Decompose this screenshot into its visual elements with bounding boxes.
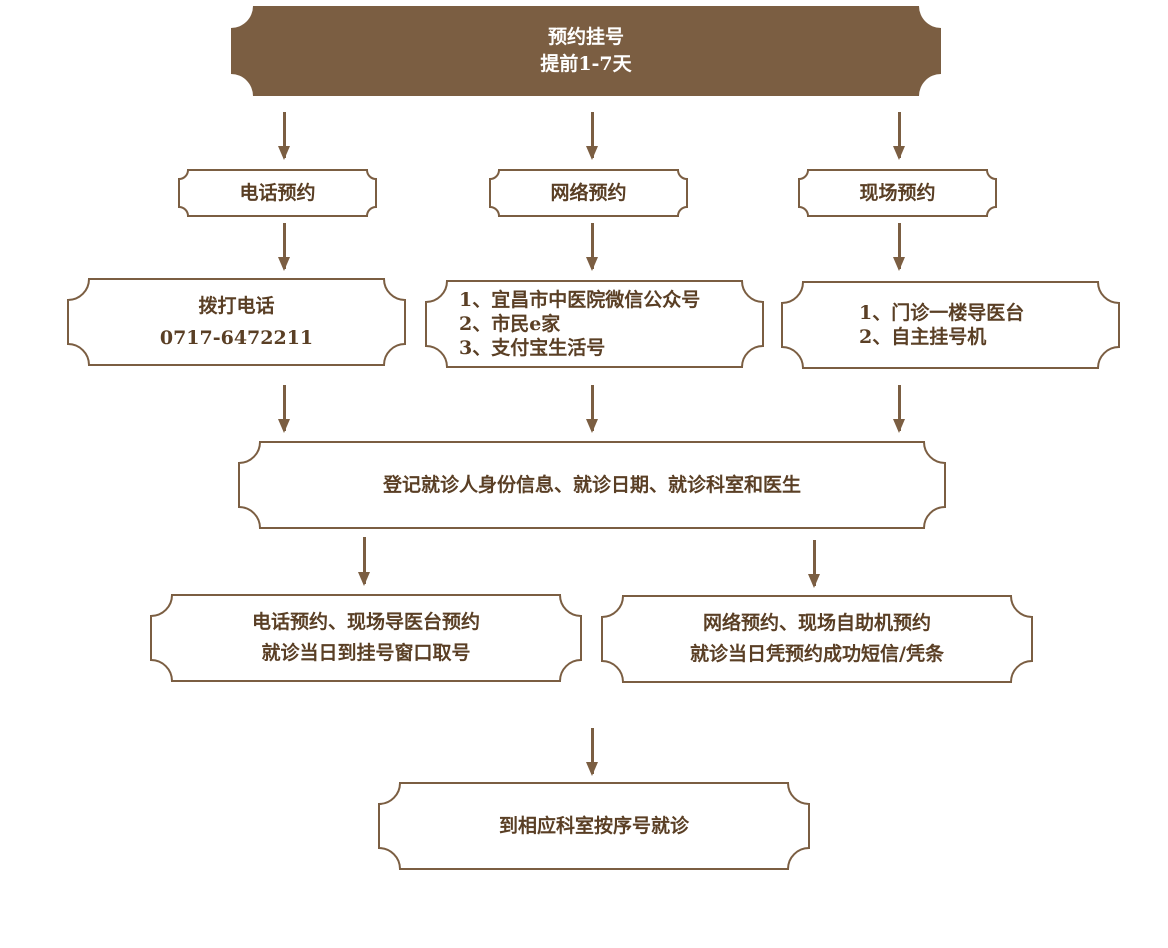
arrow: [893, 223, 905, 271]
register-info-box: 登记就诊人身份信息、就诊日期、就诊科室和医生: [238, 441, 946, 529]
detail-line: 2、市民e家: [459, 313, 561, 335]
detail-line: 1、门诊一楼导医台: [859, 302, 1025, 324]
box-outline: [781, 281, 1120, 369]
final-text: 到相应科室按序号就诊: [498, 814, 689, 837]
onsite-details-box: 1、门诊一楼导医台 2、自主挂号机: [781, 281, 1120, 369]
box-outline: [425, 280, 764, 368]
online-channel-box: 网络预约: [489, 169, 688, 217]
box-outline: [601, 595, 1033, 683]
arrow: [808, 540, 820, 588]
final-step-box: 到相应科室按序号就诊: [378, 782, 810, 870]
box-outline: [378, 782, 810, 870]
window-pickup-box: 电话预约、现场导医台预约 就诊当日到挂号窗口取号: [150, 594, 582, 682]
detail-line: 拨打电话: [198, 295, 275, 317]
arrow: [278, 223, 290, 271]
register-text: 登记就诊人身份信息、就诊日期、就诊科室和医生: [382, 473, 801, 496]
pickup-line: 就诊当日到挂号窗口取号: [261, 642, 471, 664]
arrow: [586, 223, 598, 271]
phone-number: 0717-6472211: [159, 327, 314, 349]
detail-line: 1、宜昌市中医院微信公众号: [459, 289, 701, 311]
arrow: [278, 385, 290, 433]
box-outline: [67, 278, 406, 366]
detail-line: 2、自主挂号机: [859, 326, 987, 348]
phone-channel-box: 电话预约: [178, 169, 377, 217]
box-outline: [178, 169, 377, 217]
phone-details-box: 拨打电话 0717-6472211: [67, 278, 406, 366]
arrow: [586, 385, 598, 433]
box-outline: [798, 169, 997, 217]
start-subtitle: 提前1-7天: [540, 53, 632, 75]
box-outline: [489, 169, 688, 217]
channel-label: 现场预约: [859, 181, 936, 204]
pickup-line: 就诊当日凭预约成功短信/凭条: [690, 643, 944, 665]
box-outline: [238, 441, 946, 529]
arrow: [586, 112, 598, 160]
onsite-channel-box: 现场预约: [798, 169, 997, 217]
channel-label: 网络预约: [550, 181, 627, 204]
box-outline: [231, 6, 941, 96]
sms-pickup-box: 网络预约、现场自助机预约 就诊当日凭预约成功短信/凭条: [601, 595, 1033, 683]
start-box: 预约挂号 提前1-7天: [231, 6, 941, 96]
online-details-box: 1、宜昌市中医院微信公众号 2、市民e家 3、支付宝生活号: [425, 280, 764, 368]
start-title: 预约挂号: [547, 26, 624, 48]
channel-label: 电话预约: [239, 181, 316, 204]
pickup-line: 网络预约、现场自助机预约: [702, 612, 931, 634]
detail-line: 3、支付宝生活号: [459, 337, 606, 359]
pickup-line: 电话预约、现场导医台预约: [251, 611, 480, 633]
box-outline: [150, 594, 582, 682]
arrow: [893, 385, 905, 433]
arrow: [358, 537, 370, 586]
arrow: [278, 112, 290, 160]
arrow: [893, 112, 905, 160]
arrow: [586, 728, 598, 776]
